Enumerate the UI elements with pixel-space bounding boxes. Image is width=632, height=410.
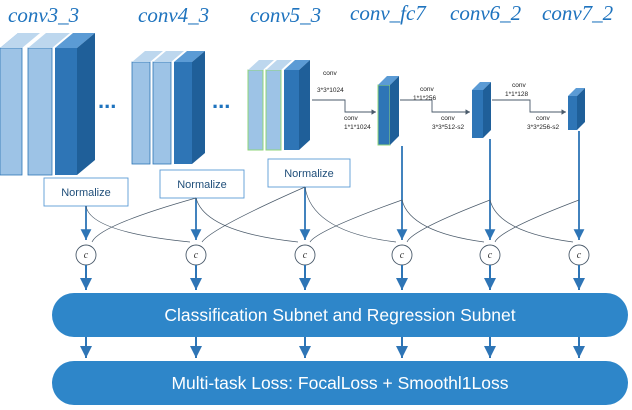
annotation-conv6-2-op: conv (441, 115, 455, 122)
feature-slab (265, 60, 292, 151)
feature-slab (27, 33, 70, 176)
conv-fc7-feature-block (377, 76, 399, 146)
annotation-conv6-1-op: conv (420, 86, 434, 93)
conv5-3-feature-stack (247, 60, 310, 151)
concat-node: c (294, 244, 316, 266)
loss-label: Multi-task Loss: FocalLoss + Smoothl1Los… (171, 373, 508, 393)
conv4-3-feature-stack (131, 51, 205, 165)
normalize-box-conv3: Normalize (43, 177, 129, 207)
feature-slab (284, 60, 310, 150)
annotation-fc6-op: conv (323, 70, 337, 77)
conv-annotations: conv 3*3*1024 conv 1*1*1024 conv 1*1*256… (317, 70, 560, 131)
layer-label-conv4-3: conv4_3 (138, 3, 209, 27)
normalize-label: Normalize (284, 168, 334, 180)
annotation-conv6-2-kernel: 3*3*512-s2 (432, 124, 465, 131)
connector-conv5-to-fc7 (312, 99, 376, 115)
annotation-conv6-1-kernel: 1*1*256 (413, 95, 437, 102)
normalize-label: Normalize (61, 187, 111, 199)
feature-slab (55, 33, 95, 175)
feature-slab (0, 33, 40, 176)
connector-fc7-to-conv6 (400, 99, 470, 115)
conv3-3-feature-stack (0, 33, 95, 176)
layer-label-conv7-2: conv7_2 (542, 1, 614, 25)
annotation-conv7-1-kernel: 1*1*128 (505, 91, 529, 98)
normalize-box-conv4: Normalize (159, 169, 245, 199)
annotation-fc6-kernel: 3*3*1024 (317, 87, 344, 94)
concat-node: c (479, 244, 501, 266)
connector-conv6-to-conv7 (492, 99, 566, 115)
feature-slab (152, 51, 184, 165)
concat-nodes: c c c c c c (75, 244, 590, 266)
subnet-to-loss-arrows (80, 337, 585, 358)
layer-label-conv3-3: conv3_3 (8, 3, 79, 27)
svg-text:c: c (488, 250, 493, 261)
conv7-2-feature-block (568, 88, 585, 130)
subnet-bar: Classification Subnet and Regression Sub… (52, 293, 628, 337)
concat-node: c (185, 244, 207, 266)
annotation-conv7-1-op: conv (512, 82, 526, 89)
layer-labels: conv3_3 conv4_3 conv5_3 conv_fc7 conv6_2… (8, 1, 614, 27)
ellipsis-1: ... (98, 88, 116, 113)
annotation-fc7-op: conv (344, 115, 358, 122)
feature-to-concat-arrows (80, 131, 585, 240)
layer-label-conv6-2: conv6_2 (450, 1, 522, 25)
layer-label-conv-fc7: conv_fc7 (350, 1, 427, 25)
fusion-curves (85, 186, 580, 243)
normalize-label: Normalize (177, 179, 227, 191)
loss-bar: Multi-task Loss: FocalLoss + Smoothl1Los… (52, 361, 628, 405)
feature-slab (247, 60, 274, 151)
svg-text:c: c (303, 250, 308, 261)
ellipsis-2: ... (212, 88, 230, 113)
conv6-2-feature-block (472, 82, 491, 138)
annotation-conv7-2-op: conv (536, 115, 550, 122)
svg-text:c: c (84, 250, 89, 261)
concat-to-subnet-arrows (80, 265, 585, 290)
feature-slab (131, 51, 163, 165)
annotation-fc7-kernel: 1*1*1024 (344, 124, 371, 131)
annotation-conv7-2-kernel: 3*3*256-s2 (527, 124, 560, 131)
extra-layer-connectors (312, 99, 566, 115)
svg-text:c: c (577, 250, 582, 261)
feature-slab (174, 51, 205, 164)
subnet-label: Classification Subnet and Regression Sub… (164, 305, 515, 325)
layer-label-conv5-3: conv5_3 (250, 3, 321, 27)
normalize-boxes: Normalize Normalize Normalize (43, 158, 351, 207)
concat-node: c (75, 244, 97, 266)
normalize-box-conv5: Normalize (267, 158, 351, 188)
concat-node: c (391, 244, 413, 266)
concat-node: c (568, 244, 590, 266)
svg-text:c: c (400, 250, 405, 261)
svg-text:c: c (194, 250, 199, 261)
